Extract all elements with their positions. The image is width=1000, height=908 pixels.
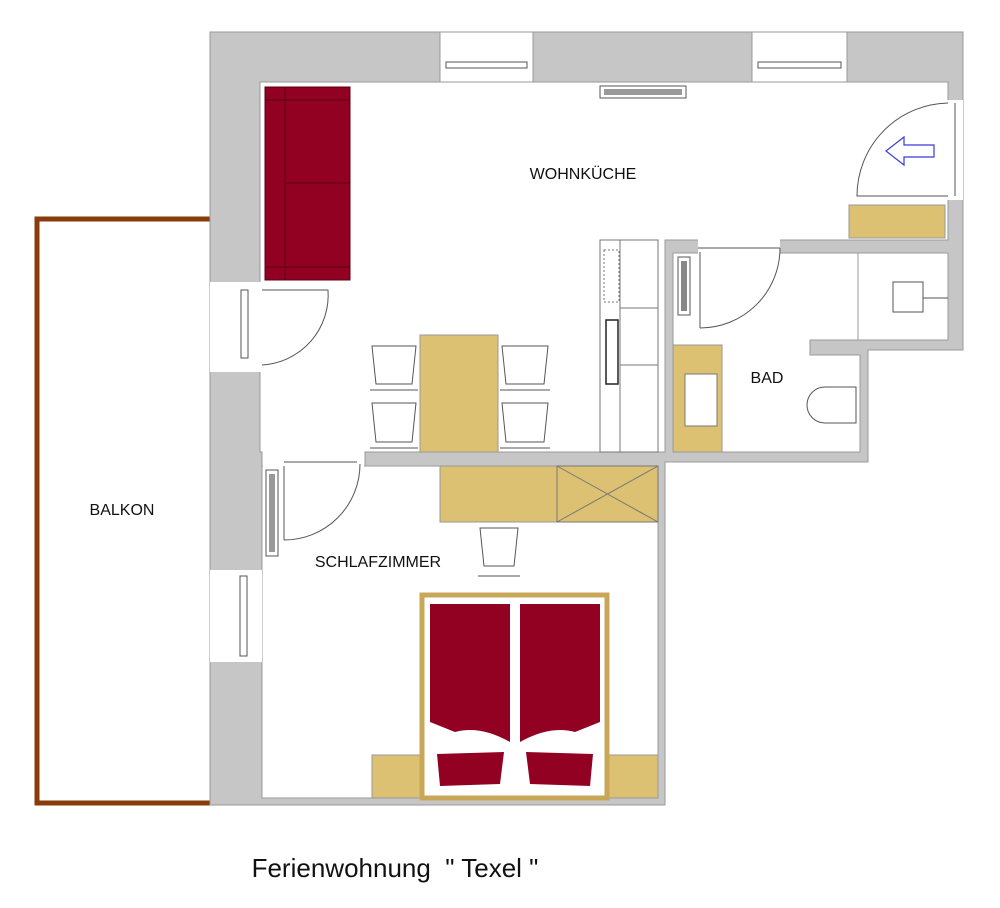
room-label-living: WOHNKÜCHE xyxy=(530,165,637,183)
balcony-door[interactable] xyxy=(210,282,329,372)
bedroom-door[interactable] xyxy=(283,461,361,541)
window-top-1 xyxy=(439,31,534,83)
double-bed xyxy=(419,592,610,801)
entrance-arrow-icon xyxy=(885,135,935,167)
entrance-door[interactable] xyxy=(856,100,963,200)
balcony-railing xyxy=(34,216,210,806)
window-left xyxy=(210,570,262,662)
window-top-2 xyxy=(751,31,848,83)
room-label-balcony: BALKON xyxy=(90,502,155,519)
sink xyxy=(684,373,718,427)
shower-tray xyxy=(892,281,924,313)
sofa xyxy=(264,86,351,281)
toilet xyxy=(806,386,857,424)
dining-table xyxy=(419,334,499,453)
wardrobe-entrance xyxy=(848,204,946,239)
room-label-bedroom: SCHLAFZIMMER xyxy=(315,554,441,571)
wardrobe xyxy=(556,465,659,523)
room-label-bath: BAD xyxy=(751,370,784,387)
dresser xyxy=(439,465,558,523)
nightstand-left xyxy=(371,754,423,799)
kitchen-counter xyxy=(599,239,659,453)
chairs xyxy=(370,345,550,577)
bath-floor xyxy=(672,252,949,453)
nightstand-right xyxy=(606,754,659,799)
plan-title: Ferienwohnung " Texel " xyxy=(252,853,539,883)
bath-door[interactable] xyxy=(698,247,781,329)
